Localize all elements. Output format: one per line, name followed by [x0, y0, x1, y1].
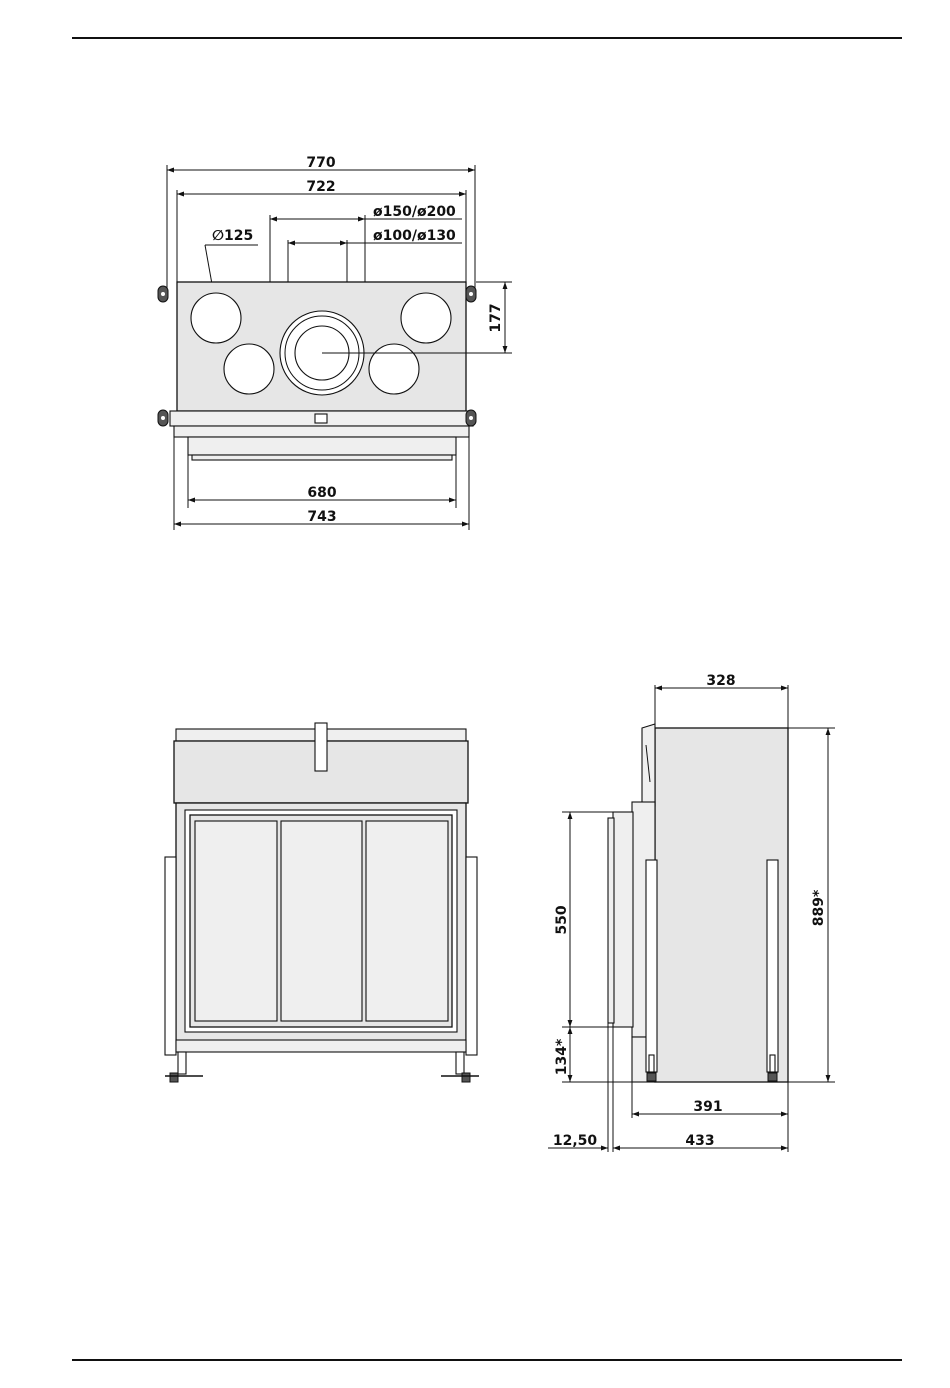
- dim-433: 433: [685, 1133, 714, 1149]
- dim-889: 889*: [811, 889, 827, 926]
- vent-circle: [191, 293, 241, 343]
- dim-12-50: 12,50: [553, 1133, 598, 1149]
- dim-743: 743: [307, 509, 336, 525]
- side-view: 328 889* 550 134* 39: [548, 673, 835, 1152]
- dim-391: 391: [693, 1099, 722, 1115]
- leg-rail: [767, 860, 778, 1072]
- dim-328: 328: [706, 673, 735, 689]
- dim-flue-small: ø100/ø130: [373, 228, 456, 244]
- dim-770: 770: [306, 155, 335, 171]
- vent-circle: [369, 344, 419, 394]
- dim-177: 177: [488, 303, 504, 332]
- leg-rail: [646, 860, 657, 1072]
- vent-circle: [224, 344, 274, 394]
- glass-panel: [366, 821, 448, 1021]
- dim-flue-large: ø150/ø200: [373, 204, 456, 220]
- front-view: [165, 723, 479, 1082]
- dim-550: 550: [554, 905, 570, 934]
- dim-680: 680: [307, 485, 336, 501]
- dim-134: 134*: [554, 1038, 570, 1075]
- glass-panel: [195, 821, 277, 1021]
- top-view: 770 722 ø150/ø200 ø100/ø130 ∅125: [158, 155, 512, 530]
- glass-panel: [281, 821, 362, 1021]
- vent-circle: [401, 293, 451, 343]
- dim-side-vent: ∅125: [212, 228, 253, 244]
- dim-722: 722: [306, 179, 335, 195]
